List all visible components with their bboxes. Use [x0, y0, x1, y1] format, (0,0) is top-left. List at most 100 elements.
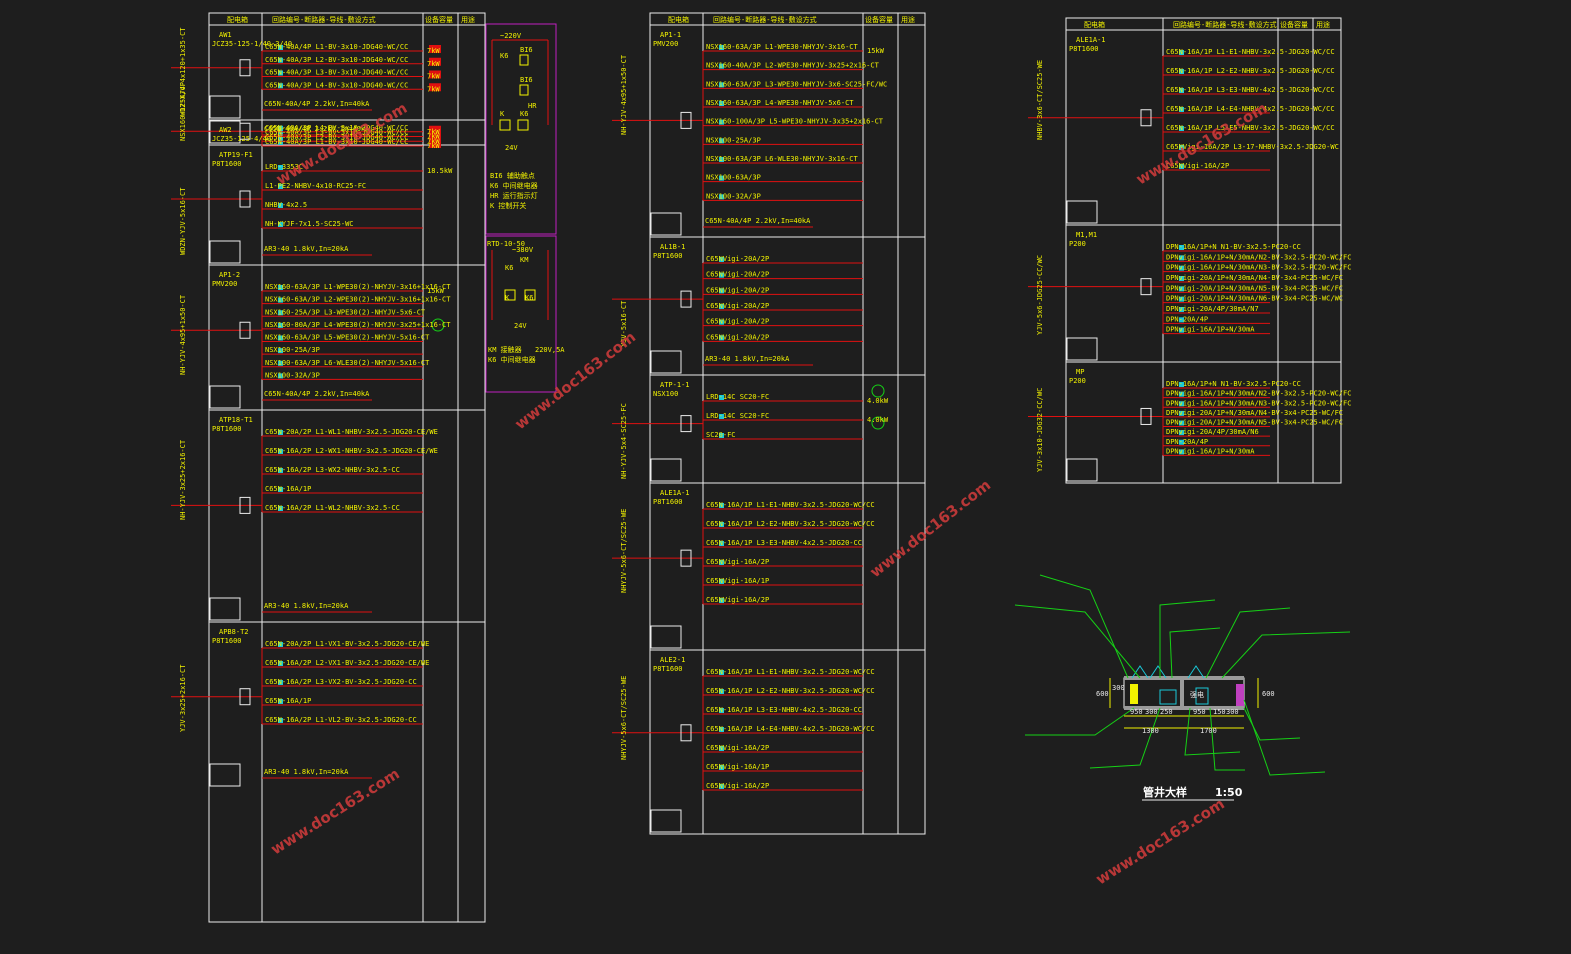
circuit-label: C65N-16A/1P L4-E4-NHBV-4x2.5-JDG20-WC/CC [706, 725, 875, 733]
circuit-label: NSX100-32A/3P [706, 192, 761, 200]
panel-name: AW1 [219, 31, 232, 39]
circuit-label: LRD-14C SC20-FC [706, 393, 769, 401]
load-marker [429, 135, 441, 144]
circuit-label: C65NVigi-20A/2P [706, 318, 769, 326]
distribution-column-col3: 配电箱回路编号-断路器-导线-敷设方式设备容量用途 [1065, 17, 1342, 484]
detail-scale: 1:50 [1215, 786, 1243, 799]
panel-1-4: ALE2-1P8T1600NHYJV-5x6-CT/SC25-WEC65N-16… [620, 656, 875, 790]
breaker-symbol [278, 699, 283, 704]
dimension-label: 300 [1112, 684, 1125, 692]
main-breaker [239, 190, 251, 208]
header-load: 设备容量 [865, 15, 893, 24]
breaker-symbol [1179, 255, 1184, 261]
dimension-label: 600 [1096, 690, 1109, 698]
breaker-symbol [719, 63, 724, 69]
dimension-label: 300 [1226, 708, 1239, 716]
circuit-label: DPNvigi-20A/1P+N/30mA/N6-BV-3x4-PC25-WC/… [1166, 295, 1343, 303]
header-use: 用途 [461, 15, 475, 24]
circuit-label: NSX100-25A/3P [706, 136, 761, 144]
control-bottom-label: RTD-10-50 [487, 240, 525, 248]
load-value: 7kW [427, 47, 440, 55]
load-value: 7kW [427, 128, 440, 136]
load-value: 15kW [867, 47, 885, 55]
main-breaker [239, 122, 251, 140]
panel-feeder: NH-YJV-5x4-SC25-FC [620, 403, 628, 479]
circuit-label: C65N-40A/3P L4-BV-3x10-JDG40-WC/CC [265, 124, 408, 132]
breaker-symbol [719, 101, 724, 106]
breaker-symbol [719, 157, 724, 162]
breaker-symbol [278, 70, 283, 76]
panel-breaker: P8T1600 [653, 252, 683, 260]
breaker-symbol [719, 288, 724, 294]
spd-label: AR3-40 1.8kV,In=20kA [264, 602, 349, 610]
main-breaker [239, 59, 251, 77]
circuit-label: C65N-16A/2P L2-WX1-NHBV-3x2.5-JDG20-CE/W… [265, 447, 438, 455]
load-marker [429, 57, 441, 66]
circuit-label: C65N-16A/2P L3-VX2-BV-3x2.5-JDG20-CC [265, 678, 417, 686]
circuit-label: NSX100-63A/3P L6-WLE30-NHYJV-3x16-CT [706, 155, 859, 163]
dimension-label: 1300 [1142, 727, 1159, 735]
control-top-label: K6 中间继电器 [490, 181, 538, 190]
panel-legend-box [650, 625, 682, 649]
control-top-label: BI6 [520, 46, 533, 54]
header-load: 设备容量 [425, 15, 453, 24]
spd-label: AR3-40 1.8kV,In=20kA [264, 245, 349, 253]
control-top-label: ~220V [500, 32, 522, 40]
breaker-symbol [1179, 164, 1184, 169]
circuit-label: LRD-3353C [265, 163, 303, 171]
circuit-label: NSX100-63A/3P [706, 174, 761, 182]
breaker-symbol [1179, 276, 1184, 281]
breaker-symbol [1179, 265, 1184, 271]
panel-breaker: P8T1600 [653, 665, 683, 673]
circuit-label: NSX160-80A/3P L4-WPE30(2)-NHYJV-3x25+1x1… [265, 321, 451, 329]
dimension-label: 250 [1160, 708, 1173, 716]
main-breaker [680, 415, 692, 433]
control-bottom-label: ~380V [512, 246, 534, 254]
breaker-symbol [719, 522, 724, 527]
control-bottom-label: KM [520, 256, 528, 264]
breaker-symbol [719, 45, 724, 50]
breaker-symbol [278, 184, 283, 189]
breaker-symbol [278, 125, 283, 131]
circuit-label: L1-PE2-NHBV-4x10-RC25-FC [265, 182, 366, 190]
panel-feeder: NHYJV-5x6-CT/SC25-WE [620, 676, 628, 760]
circuit-label: C65N-20A/2P L1-WL1-NHBV-3x2.5-JDG20-CE/W… [265, 428, 438, 436]
circuit-label: NSX160-100A/3P L5-WPE30-NHYJV-3x35+2x16-… [706, 118, 884, 126]
breaker-symbol [1179, 286, 1184, 292]
main-breaker [239, 321, 251, 339]
panel-0-1: AW2JCZ35-125-4/40NSX160-125A/4PC65N-40A/… [179, 82, 440, 150]
circuit-label: C65NVigi-16A/1P [706, 763, 769, 771]
breaker-symbol [278, 57, 283, 63]
circuit-label: DPNvigi-16A/1P+N/30mA/N3-BV-3x2.5-PC20-W… [1166, 399, 1351, 407]
breaker-symbol [1179, 296, 1184, 302]
breaker-symbol [278, 718, 283, 723]
breaker-symbol [278, 360, 283, 366]
circuit-label: C65N-16A/1P L4-E4-NHBV-4x2.5-JDG20-WC/CC [1166, 105, 1335, 113]
breaker-symbol [1179, 107, 1184, 112]
breaker-symbol [278, 45, 283, 50]
breaker-symbol [278, 83, 283, 89]
circuit-label: C65N-16A/1P L5-E5-NHBV-3x2.5-JDG20-WC/CC [1166, 124, 1335, 132]
control-bottom-label: 24V [514, 322, 527, 330]
breaker-symbol [719, 708, 724, 713]
circuit-label: C65N-16A/1P L3-E3-NHBV-4x2.5-JDG20-CC [706, 706, 862, 714]
circuit-label: NSX100-25A/3P [265, 346, 320, 354]
breaker-symbol [1179, 69, 1184, 74]
circuit-label: NSX160-63A/3P L4-WPE30-NHYJV-5x6-CT [706, 99, 854, 107]
breaker-symbol [278, 680, 283, 685]
control-top-label: HR [528, 102, 537, 110]
dimension-label: 600 [1262, 690, 1275, 698]
circuit-label: DPNvigi-20A/1P+N/30mA/N4-BV-3x4-PC25-WC/… [1166, 409, 1343, 417]
panel-feeder: NHYJV-5x6-CT/SC25-WE [620, 509, 628, 593]
breaker-symbol [719, 257, 724, 262]
panel-legend-box [209, 763, 241, 787]
circuit-label: C65N-40A/4P L1-BV-3x10-JDG40-WC/CC [265, 43, 408, 51]
panel-breaker: PMV200 [212, 280, 237, 288]
spd-label: C65N-40A/4P 2.2kV,In=40kA [264, 390, 370, 398]
breaker-symbol [719, 395, 724, 400]
header-panel: 配电箱 [668, 15, 689, 24]
circuit-label: C65NVigi-20A/2P [706, 286, 769, 294]
panel-name: APB8-T2 [219, 628, 249, 636]
